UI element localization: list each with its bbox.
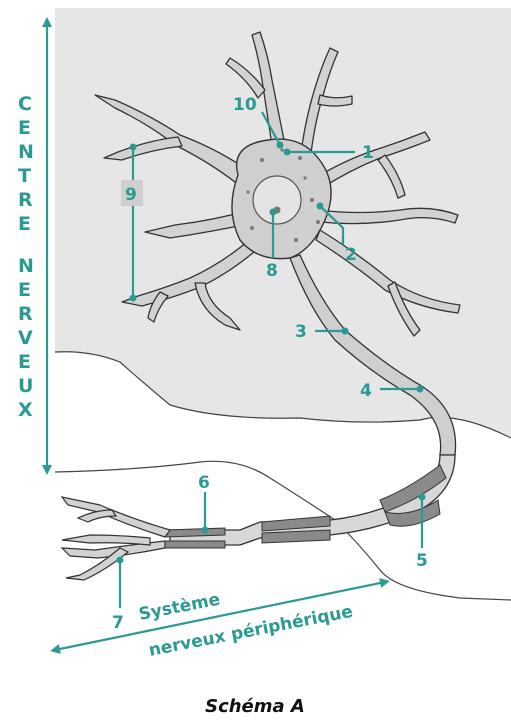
dendrites	[94, 31, 461, 337]
leader-dots	[116, 141, 426, 564]
vertical-label-nerveux: N E R V E U X	[18, 255, 34, 421]
label-4: 4	[360, 381, 372, 401]
vertical-letter: N	[18, 141, 34, 163]
axon-terminals	[60, 496, 171, 581]
leader-lines	[118, 111, 424, 608]
vertical-letter: X	[18, 399, 33, 421]
label-2: 2	[345, 245, 357, 265]
vertical-letter: E	[18, 213, 31, 235]
label-7: 7	[112, 613, 124, 633]
peripheral-boundary-lower	[54, 351, 511, 439]
figure-caption: Schéma A	[205, 696, 305, 717]
label-3: 3	[295, 322, 307, 342]
myelin-sheath-segments	[164, 464, 447, 549]
vertical-letter: T	[18, 165, 31, 187]
vertical-letter: E	[18, 117, 31, 139]
label-1: 1	[362, 143, 374, 163]
peripheral-label-line1: Système	[137, 590, 222, 625]
vertical-letter: E	[18, 279, 31, 301]
nissl-bodies	[246, 148, 320, 242]
label-5: 5	[416, 551, 428, 571]
label-10: 10	[233, 95, 257, 115]
vertical-letter: V	[18, 327, 33, 349]
vertical-label-centre: C E N T R E	[18, 93, 34, 235]
vertical-letter: N	[18, 255, 34, 277]
bracket-end-dot	[129, 143, 137, 151]
vertical-letter: R	[18, 189, 33, 211]
vertical-letter: E	[18, 351, 31, 373]
vertical-letter: R	[18, 303, 33, 325]
label-9-background	[121, 180, 143, 206]
label-6: 6	[198, 473, 210, 493]
pns-extent-arrow	[50, 578, 390, 654]
label-9: 9	[125, 185, 137, 205]
nucleus	[252, 175, 302, 225]
bracket-end-dot	[129, 294, 137, 302]
label-8: 8	[266, 261, 278, 281]
vertical-letter: C	[18, 93, 32, 115]
vertical-letter: U	[18, 375, 33, 397]
peripheral-boundary-upper	[54, 460, 511, 601]
